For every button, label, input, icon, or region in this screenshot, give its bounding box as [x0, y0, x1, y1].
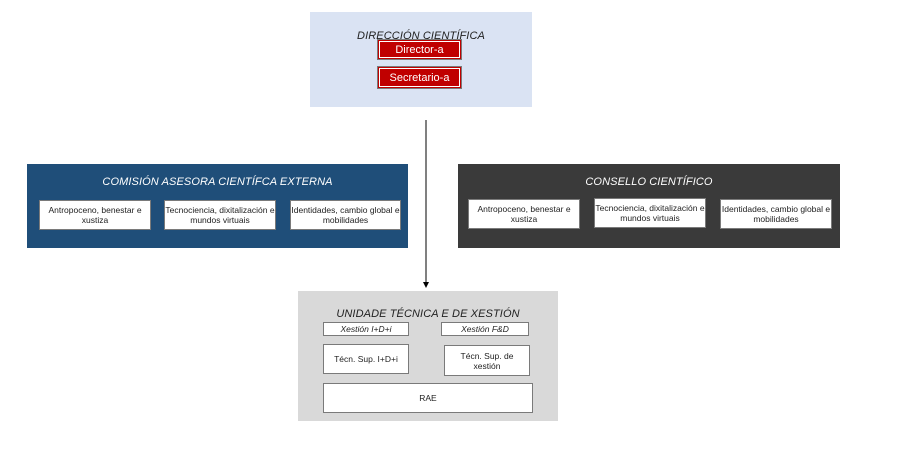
- tecn-sup-xestion-box: Técn. Sup. de xestión: [444, 345, 530, 376]
- consello-item-antropoceno: Antropoceno, benestar e xustiza: [468, 199, 580, 229]
- direccion-cientifica-box: DIRECCIÓN CIENTÍFICA Director-a Secretar…: [310, 12, 532, 107]
- consello-cientifico-box: CONSELLO CIENTÍFICO Antropoceno, benesta…: [458, 164, 840, 248]
- consello-item-identidades: Identidades, cambio global e mobilidades: [720, 199, 832, 229]
- consello-item-tecnociencia: Tecnociencia, dixitalización e mundos vi…: [594, 198, 706, 228]
- director-box: Director-a: [377, 39, 462, 60]
- arrow-head-icon: [423, 282, 429, 288]
- comision-item-identidades: Identidades, cambio global e mobilidades: [290, 200, 401, 230]
- xestion-idi-box: Xestión I+D+i: [323, 322, 409, 336]
- consello-title: CONSELLO CIENTÍFICO: [585, 176, 713, 188]
- unidade-tecnica-box: UNIDADE TÉCNICA E DE XESTIÓN Xestión I+D…: [298, 291, 558, 421]
- tecn-sup-idi-box: Técn. Sup. I+D+i: [323, 344, 409, 374]
- secretario-box: Secretario-a: [377, 66, 462, 89]
- comision-title: COMISIÓN ASESORA CIENTÍFCA EXTERNA: [102, 176, 333, 188]
- xestion-fd-box: Xestión F&D: [441, 322, 529, 336]
- rae-box: RAE: [323, 383, 533, 413]
- comision-item-antropoceno: Antropoceno, benestar e xustiza: [39, 200, 151, 230]
- comision-asesora-box: COMISIÓN ASESORA CIENTÍFCA EXTERNA Antro…: [27, 164, 408, 248]
- comision-item-tecnociencia: Tecnociencia, dixitalización e mundos vi…: [164, 200, 276, 230]
- unidade-title: UNIDADE TÉCNICA E DE XESTIÓN: [336, 308, 520, 320]
